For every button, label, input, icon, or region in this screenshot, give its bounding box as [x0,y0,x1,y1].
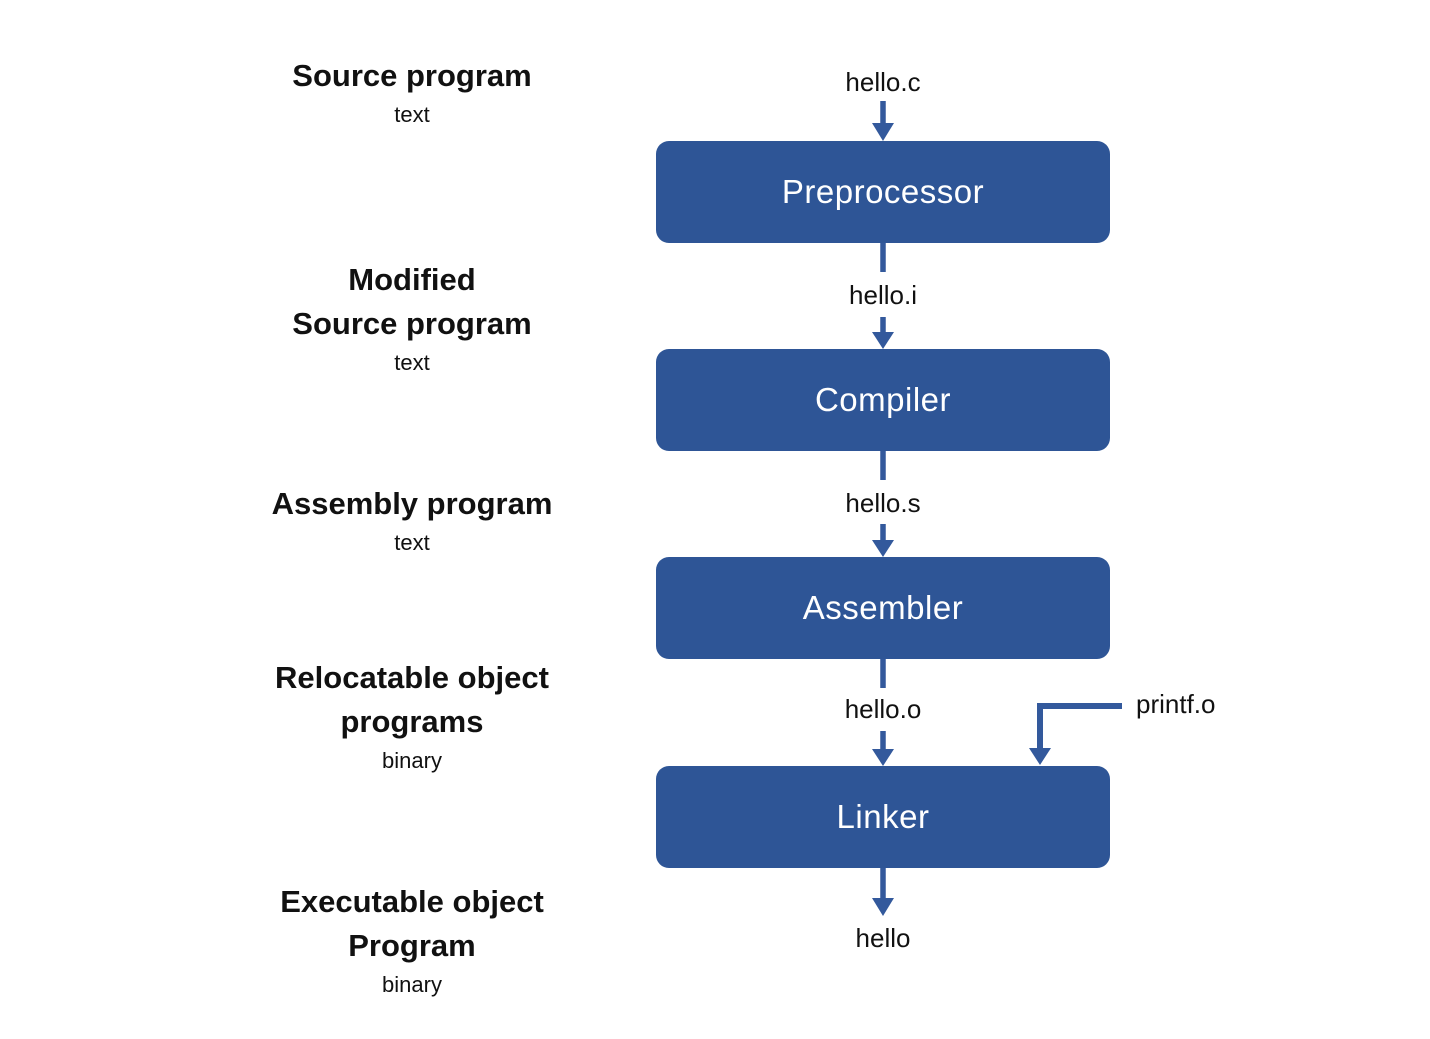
file-label-hello-o: hello.o [844,694,922,724]
stage-format-label: text [394,350,430,375]
stage-label-source-program: Source program text [192,54,632,132]
stage-format-label: text [394,530,430,555]
file-label-hello-i: hello.i [849,280,917,310]
stage-label-line: Relocatable object [275,660,549,695]
stage-label-assembly-program: Assembly program text [192,482,632,560]
stage-label-line: Assembly program [271,486,553,521]
file-label-printf-o: printf.o [1136,689,1216,719]
file-label-hello: hello [855,923,911,953]
stage-label-line: programs [340,704,484,739]
arrow-linker-to-hello [872,868,894,916]
stage-label-modified-source-program: Modified Source program text [192,258,632,380]
file-label-hello-s: hello.s [845,488,921,518]
stage-label-line: Program [348,928,476,963]
stage-format-label: binary [382,972,442,997]
stage-label-line: Source program [292,306,532,341]
stage-format-label: text [394,102,430,127]
linker-box: Linker [656,766,1110,868]
stage-label-line: Source program [292,58,532,93]
file-label-hello-c: hello.c [845,67,921,97]
assembler-box: Assembler [656,557,1110,659]
compiler-box: Compiler [656,349,1110,451]
stage-label-executable-object-program: Executable object Program binary [192,880,632,1002]
arrow-printf-o-to-linker [1029,703,1122,765]
preprocessor-box: Preprocessor [656,141,1110,243]
stage-label-line: Executable object [280,884,544,919]
arrow-hello-c-to-preprocessor [872,101,894,141]
stage-label-relocatable-object-programs: Relocatable object programs binary [192,656,632,778]
stage-format-label: binary [382,748,442,773]
stage-label-line: Modified [348,262,476,297]
